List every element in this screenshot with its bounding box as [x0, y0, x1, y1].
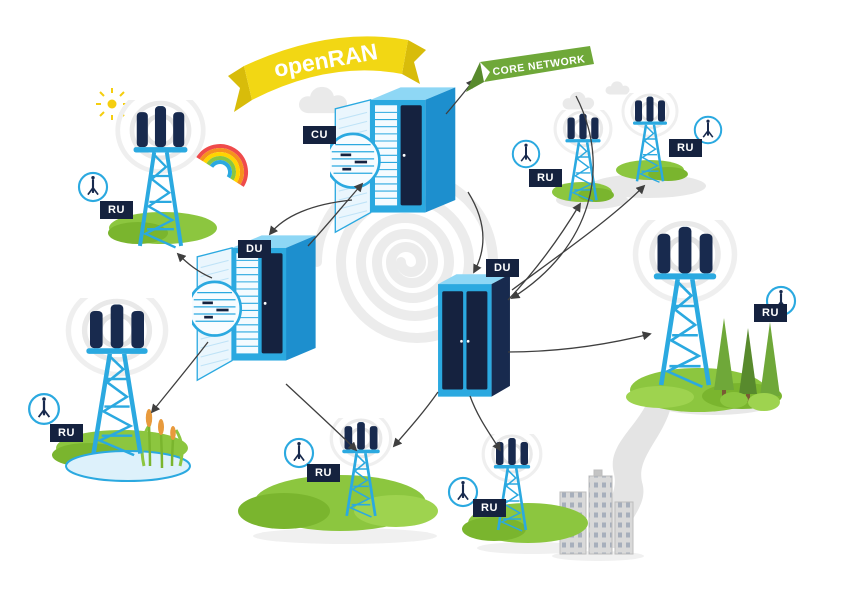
pond — [65, 450, 191, 482]
trees — [714, 318, 780, 411]
arrow-du-right-to-ru7 — [469, 395, 501, 452]
ru-badge: RU — [473, 499, 506, 517]
rainbow-icon — [196, 144, 248, 187]
connection-arrows — [150, 78, 652, 452]
arrow-core-to-du-right — [510, 95, 594, 299]
arrow-du-right-to-ru5 — [507, 331, 652, 353]
arrow-du-right-to-ru3 — [507, 202, 581, 301]
cattails — [140, 409, 184, 469]
ru-antenna-icon — [77, 171, 109, 203]
ru-tower-bottom-left — [68, 287, 165, 455]
du-badge-left: DU — [238, 240, 271, 258]
pond-and-reeds — [65, 409, 191, 482]
ru-antenna-icon — [283, 437, 315, 469]
cu-badge: CU — [303, 126, 336, 144]
arrow-du-left-to-cu — [307, 182, 364, 247]
ru-badge: RU — [669, 139, 702, 157]
ru-badge: RU — [307, 464, 340, 482]
arrow-du-left-to-ru2 — [150, 341, 209, 414]
core-network-banner: CORE NETWORK — [466, 46, 594, 92]
arrow-cu-to-du-right — [467, 191, 484, 274]
ru-badge: RU — [529, 169, 562, 187]
arrow-cu-to-du-left — [268, 199, 353, 236]
ru-badge: RU — [100, 201, 133, 219]
ru-antenna-icon — [511, 139, 541, 169]
cloud-icon — [605, 81, 630, 95]
arrow-du-left-to-ru1 — [176, 252, 213, 279]
arrow-du-left-to-ru6 — [285, 383, 358, 452]
du-cabinet-right — [438, 274, 510, 397]
ru-antenna-icon — [28, 393, 60, 425]
arrow-du-right-to-ru4 — [511, 184, 646, 291]
du-badge-right: DU — [486, 259, 519, 277]
ru-badge: RU — [50, 424, 83, 442]
ru-badge: RU — [754, 304, 787, 322]
arrow-du-right-to-ru6 — [392, 391, 439, 448]
